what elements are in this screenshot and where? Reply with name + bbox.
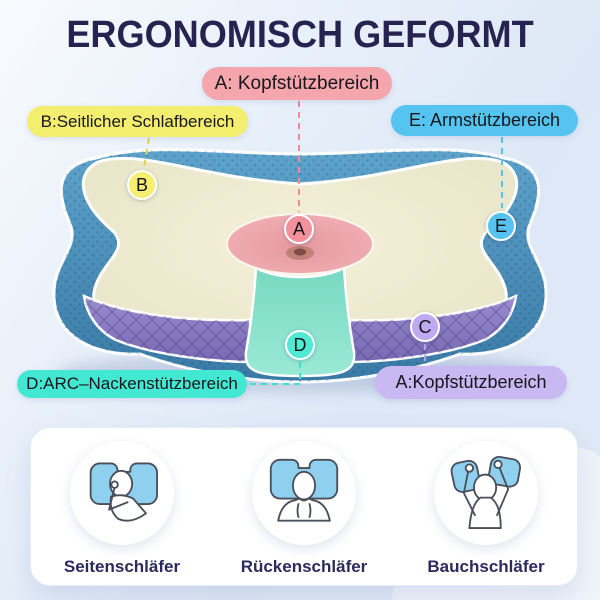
callout-pill-head-front: A:Kopfstützbereich (375, 366, 567, 399)
sleeper-circle (70, 441, 174, 545)
connector-side-sleep (143, 137, 150, 169)
sleeper-label: Bauchschläfer (427, 557, 545, 576)
side-sleeper-icon (89, 462, 159, 522)
callout-pill-head-top: A: Kopfstützbereich (202, 67, 392, 100)
callout-pill-side-sleep: B:Seitlicher Schlafbereich (27, 106, 248, 137)
sleeper-circle (252, 441, 356, 545)
stomach-sleeper-icon (450, 455, 522, 529)
sleeper-positions-card: Seitenschläfer Rückenschläfer (30, 427, 578, 586)
sleeper-circle (434, 441, 538, 545)
sleeper-item-stomach: Bauchschläfer (401, 441, 571, 577)
marker-c: C (410, 312, 440, 342)
sleeper-label: Seitenschläfer (63, 557, 181, 576)
sleeper-item-side: Seitenschläfer (37, 441, 207, 577)
callout-label: B:Seitlicher Schlafbereich (40, 111, 235, 131)
connector-neck (248, 362, 301, 385)
callout-pill-neck: D:ARC–Nackenstützbereich (17, 370, 247, 398)
neck-support-zone (244, 266, 356, 378)
callout-label: A: Kopfstützbereich (214, 72, 380, 94)
marker-a: A (284, 214, 314, 244)
callout-label: E: Armstützbereich (408, 110, 561, 130)
sleeper-item-back: Rückenschläfer (219, 441, 389, 577)
callout-label: D:ARC–Nackenstützbereich (26, 374, 238, 393)
marker-b: B (127, 170, 157, 200)
page-title: ERGONOMISCH GEFORMT (66, 14, 534, 56)
sleeper-label: Rückenschläfer (240, 557, 368, 576)
back-sleeper-icon (269, 458, 339, 522)
callout-label: A:Kopfstützbereich (395, 372, 547, 392)
marker-e: E (486, 211, 516, 241)
pillow-front-quilt-left (82, 293, 254, 364)
marker-d: D (285, 330, 315, 360)
callout-pill-arm: E: Armstützbereich (391, 105, 578, 136)
